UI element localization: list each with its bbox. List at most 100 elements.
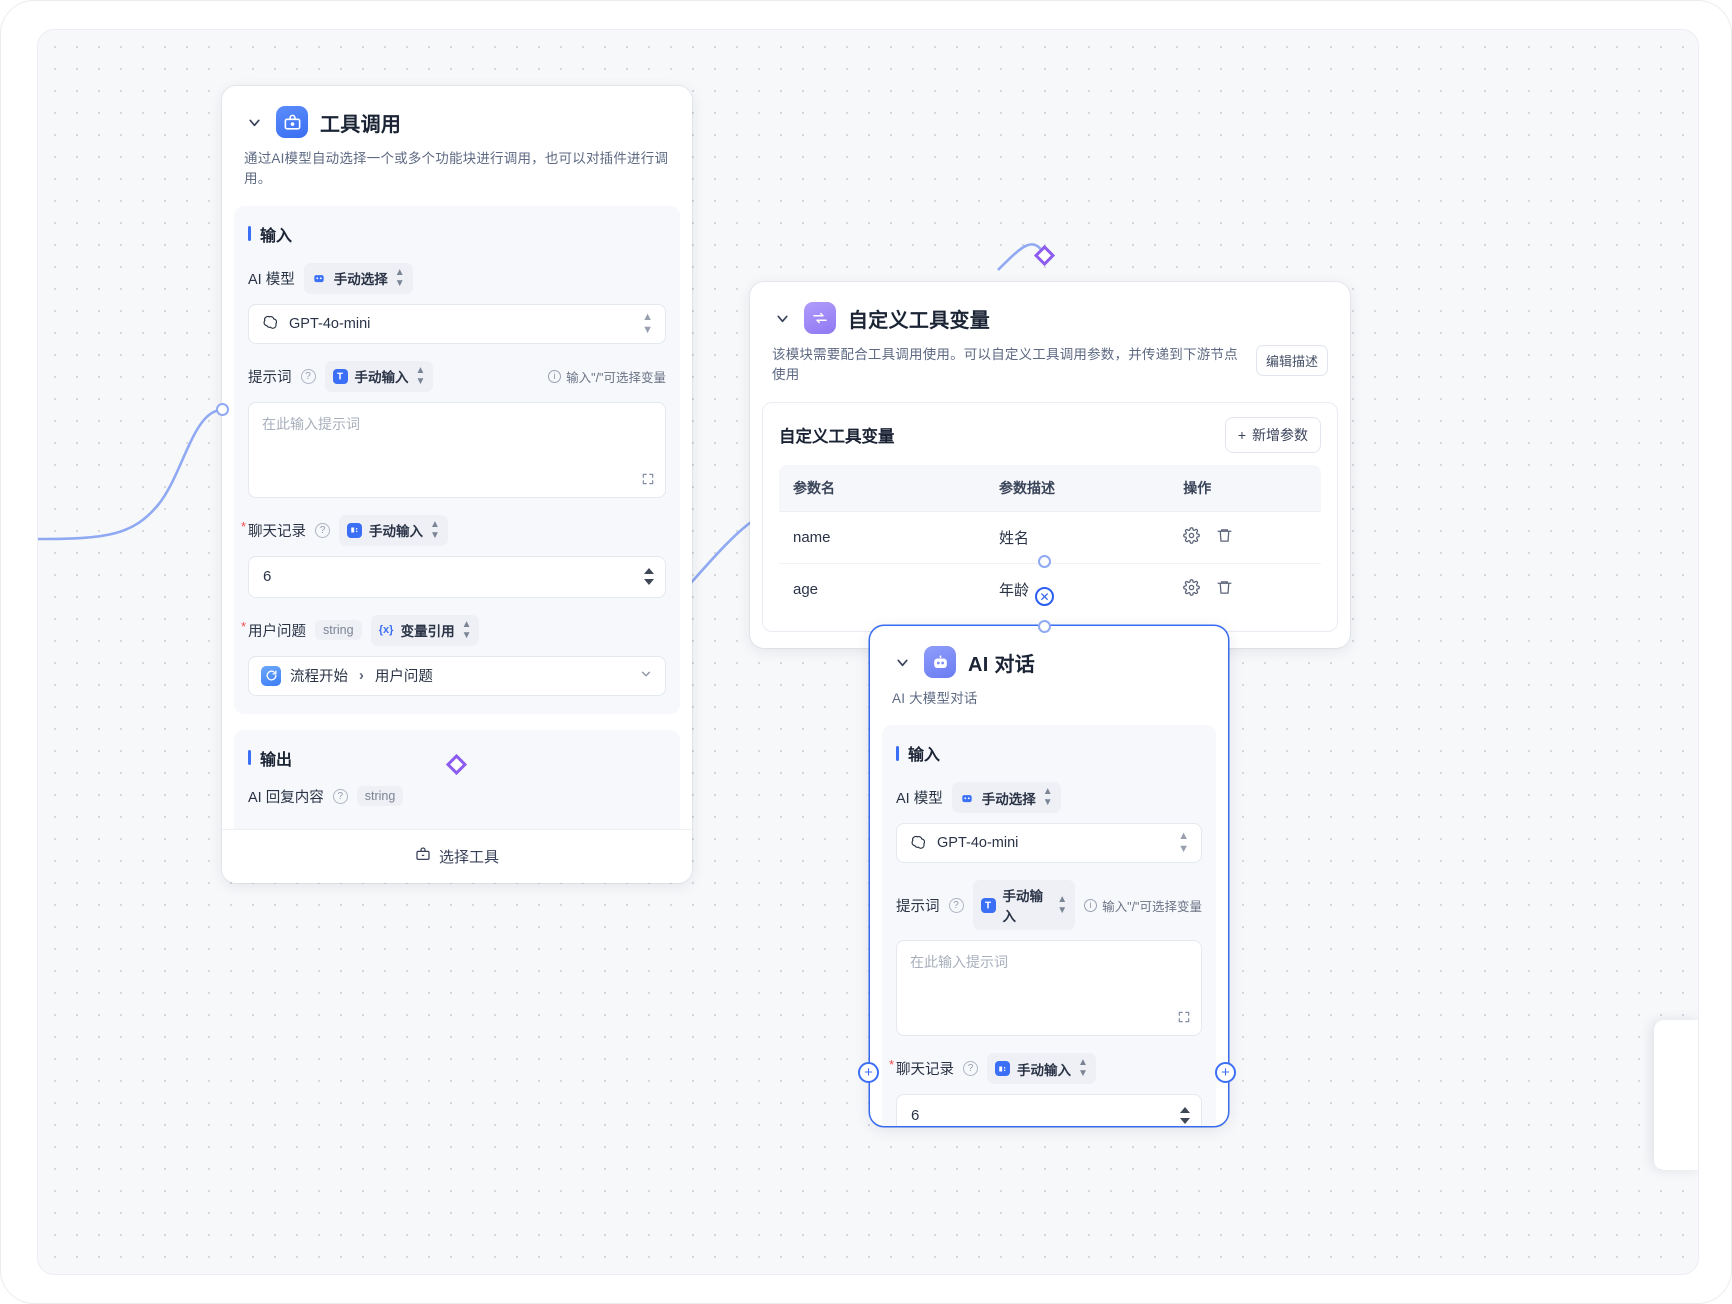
col-param-name: 参数名 [779,464,985,512]
help-icon[interactable]: ? [300,368,316,384]
chevron-updown-icon: ▲▼ [430,518,440,541]
prompt-label: 提示词 [248,369,292,386]
chevron-updown-icon: ▲▼ [415,364,426,387]
prompt-mode-select[interactable]: 手动输入 ▲▼ [972,880,1076,931]
chat-history-stepper[interactable]: 6 [248,555,666,598]
prompt-hint: i 输入"/"可选择变量 [1084,896,1202,915]
node-description-text: 该模块需要配合工具调用使用。可以自定义工具调用参数，并传递到下游节点使用 [772,347,1238,383]
model-label: AI 模型 [248,271,295,288]
chevron-updown-icon: ▲▼ [1178,830,1189,856]
field-prompt: 提示词 ? 手动输入 ▲▼ i 输入"/"可选择变量 [896,880,1202,1037]
param-name: age [793,580,819,598]
chat-history-mode-label: 手动输入 [369,524,423,539]
chat-history-mode-select[interactable]: 手动输入 ▲▼ [339,514,448,546]
chat-history-stepper[interactable]: 6 [896,1094,1202,1126]
chevron-updown-icon: ▲▼ [461,618,472,641]
toolbox-icon [276,106,308,138]
help-icon[interactable]: ? [315,522,330,538]
chevron-down-icon[interactable] [892,652,912,672]
input-section: 输入 AI 模型 手动选择 ▲▼ [882,725,1216,1126]
chat-history-mode-select[interactable]: 手动输入 ▲▼ [987,1053,1096,1085]
prompt-textarea[interactable]: 在此输入提示词 [896,940,1202,1037]
field-user-question: 用户问题 string {x} 变量引用 ▲▼ [241,614,666,696]
edit-description-button[interactable]: 编辑描述 [1255,345,1328,376]
stepper-arrows[interactable] [1179,1106,1191,1125]
node-ai-chat[interactable]: AI 对话 AI 大模型对话 输入 AI 模型 手动选择 [870,626,1228,1126]
add-param-button[interactable]: + 新增参数 [1224,416,1321,453]
chevron-updown-icon: ▲▼ [1057,893,1068,916]
expand-icon[interactable] [1177,1010,1191,1027]
stepper-arrows[interactable] [643,567,655,586]
variable-exchange-icon [804,302,836,334]
table-header-row: 参数名 参数描述 操作 [779,464,1321,512]
output-type: string [356,786,404,806]
output-section: 输出 AI 回复内容 ? string [234,729,680,829]
prompt-label: 提示词 [896,898,940,915]
input-section-title: 输入 [896,741,1202,765]
node-description: AI 大模型对话 [892,689,1206,709]
prompt-mode-label: 手动输入 [354,370,409,385]
chevron-down-icon[interactable] [244,112,264,132]
variable-icon: {x} [378,624,394,636]
prompt-textarea[interactable]: 在此输入提示词 [248,401,666,498]
gear-icon[interactable] [1183,526,1201,548]
model-value: GPT-4o-mini [289,315,371,332]
help-icon[interactable]: ? [948,897,964,913]
workflow-canvas[interactable]: 工具调用 通过AI模型自动选择一个或多个功能块进行调用，也可以对插件进行调用。 … [38,30,1698,1274]
help-icon[interactable]: ? [963,1061,978,1077]
user-question-ref-node: 流程开始 [290,669,348,685]
model-select[interactable]: GPT-4o-mini ▲▼ [248,303,666,344]
param-desc: 年龄 [998,581,1029,599]
prompt-mode-label: 手动输入 [1002,889,1044,925]
output-port-tool-variable[interactable] [1038,555,1051,568]
delete-edge-icon[interactable]: ✕ [1035,587,1054,606]
col-param-desc: 参数描述 [984,464,1170,512]
model-value: GPT-4o-mini [937,835,1019,852]
input-port-tool-call[interactable] [216,403,229,416]
col-actions: 操作 [1169,464,1321,512]
output-section-title: 输出 [248,746,666,770]
table-row: name 姓名 [779,511,1321,564]
trash-icon[interactable] [1216,527,1233,548]
user-question-mode-select[interactable]: {x} 变量引用 ▲▼ [370,614,480,646]
gear-icon[interactable] [1183,578,1201,600]
user-question-variable-select[interactable]: 流程开始 › 用户问题 [248,655,666,696]
side-panel-sliver[interactable] [1654,1020,1698,1170]
node-title: AI 对话 [968,653,1036,676]
table-row: age 年龄 [779,563,1321,615]
chevron-updown-icon: ▲▼ [1042,786,1053,809]
input-section-title: 输入 [248,222,666,246]
model-mode-select[interactable]: 手动选择 ▲▼ [303,262,413,294]
chat-history-value: 6 [263,568,272,585]
model-select[interactable]: GPT-4o-mini ▲▼ [896,823,1202,864]
tool-port-tool-variable[interactable] [1033,244,1056,267]
add-node-left-button[interactable]: + [858,1062,879,1083]
chevron-down-icon[interactable] [639,667,653,685]
model-mode-select[interactable]: 手动选择 ▲▼ [951,782,1061,814]
node-description-text: 通过AI模型自动选择一个或多个功能块进行调用，也可以对插件进行调用。 [244,151,669,187]
user-question-label: 用户问题 [241,619,306,641]
chat-history-mode-label: 手动输入 [1017,1062,1071,1078]
node-tool-call[interactable]: 工具调用 通过AI模型自动选择一个或多个功能块进行调用，也可以对插件进行调用。 … [222,86,692,883]
select-tool-button[interactable]: 选择工具 [222,828,692,883]
prompt-mode-select[interactable]: 手动输入 ▲▼ [324,360,434,392]
help-icon[interactable]: ? [332,788,348,804]
chat-history-label: 聊天记录 [241,519,306,541]
number-input-icon [995,1061,1010,1077]
output-label: AI 回复内容 [248,789,324,806]
chevron-right-icon: › [359,667,364,684]
chat-history-label: 聊天记录 [889,1057,954,1079]
input-port-ai-chat[interactable] [1038,620,1051,633]
add-node-right-button[interactable]: + [1215,1062,1236,1083]
user-question-type: string [315,620,362,640]
chevron-updown-icon: ▲▼ [1078,1057,1088,1080]
expand-icon[interactable] [641,472,655,489]
robot-icon [960,790,975,805]
select-tool-label: 选择工具 [438,848,499,866]
trash-icon[interactable] [1216,579,1233,600]
node-header: AI 对话 AI 大模型对话 [870,626,1228,709]
chevron-down-icon[interactable] [772,308,792,328]
field-chat-history: 聊天记录 ? 手动输入 ▲▼ 6 [889,1053,1202,1126]
prompt-hint-text: 输入"/"可选择变量 [1102,899,1202,914]
node-description: 通过AI模型自动选择一个或多个功能块进行调用，也可以对插件进行调用。 [244,149,670,190]
